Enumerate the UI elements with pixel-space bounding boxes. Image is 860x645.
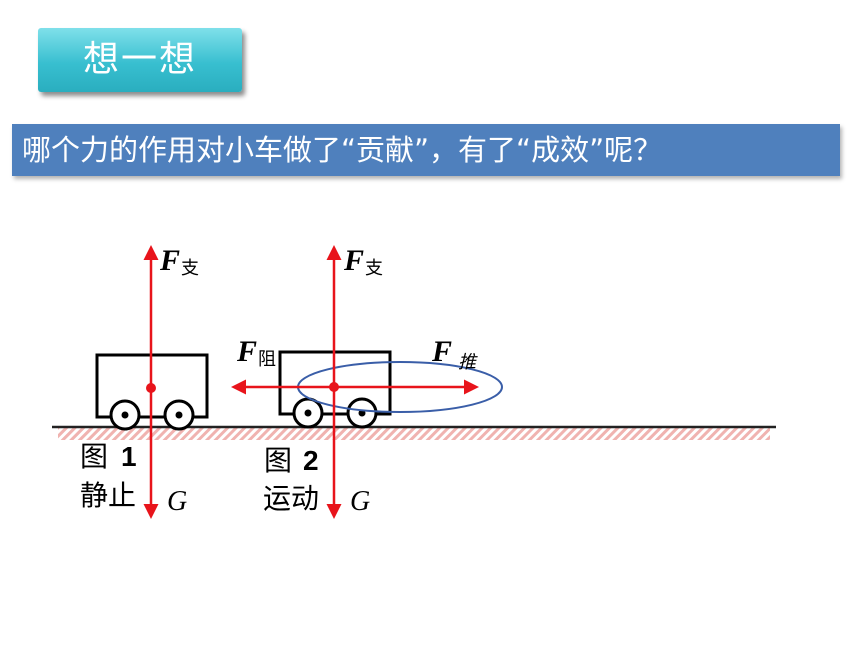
fig2-support-subscript: 支 <box>365 258 383 279</box>
think-badge-label: 想一想 <box>82 39 197 80</box>
fig2-support-symbol: F <box>343 244 364 277</box>
think-badge: 想一想 <box>38 28 242 92</box>
fig2-center-point <box>329 382 339 392</box>
fig1-center-point <box>146 383 156 393</box>
fig1-support-symbol: F <box>159 244 180 277</box>
fig2-gravity-label: G <box>350 486 370 517</box>
fig2-title-number: 2 <box>303 445 319 476</box>
fig1-gravity-label: G <box>167 486 187 517</box>
fig2-push-subscript: 推 <box>458 352 478 373</box>
ground-hatch <box>58 428 770 440</box>
fig2-resistance-symbol: F <box>236 335 257 368</box>
fig2-state: 运动 <box>263 482 319 515</box>
fig2-push-symbol: F <box>431 335 452 368</box>
fig1-support-subscript: 支 <box>181 258 199 279</box>
fig1-title-prefix: 图 <box>80 440 108 473</box>
fig2-title-prefix: 图 <box>264 444 292 477</box>
fig1-state: 静止 <box>80 479 136 512</box>
fig2-resistance-subscript: 阻 <box>258 349 276 370</box>
fig1-title-number: 1 <box>121 441 137 472</box>
question-banner: 哪个力的作用对小车做了“贡献”，有了“成效”呢？ <box>12 124 840 176</box>
question-text: 哪个力的作用对小车做了“贡献”，有了“成效”呢？ <box>22 133 663 167</box>
